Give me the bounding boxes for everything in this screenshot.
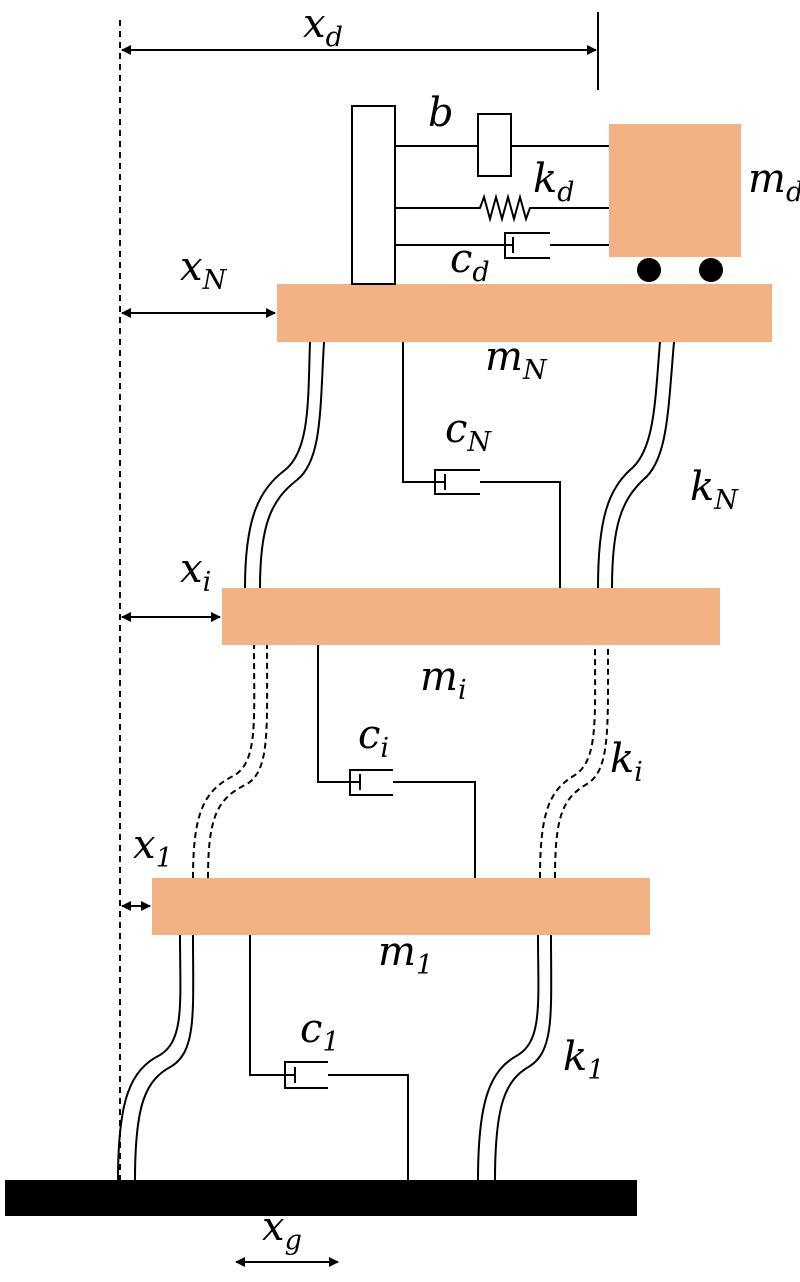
wheel-right <box>699 258 723 282</box>
label-k-N: kN <box>690 464 739 516</box>
label-m-1: m1 <box>378 929 433 981</box>
label-c-d: cd <box>450 236 490 288</box>
column-left-storey-i <box>192 644 269 879</box>
label-m-d: md <box>748 156 800 208</box>
damper-cN <box>402 342 561 588</box>
label-x-i: xi <box>180 546 211 598</box>
label-m-i: mi <box>420 654 467 706</box>
label-c-i: ci <box>358 712 389 764</box>
column-right-storey-i <box>539 644 610 879</box>
label-k-d: kd <box>533 156 575 208</box>
label-x-d: xd <box>303 1 343 53</box>
ground-base <box>5 1180 637 1216</box>
label-xdd-g: ẍg <box>262 1204 302 1256</box>
damper-c1 <box>249 935 409 1180</box>
label-m-N: mN <box>485 334 548 386</box>
wheel-left <box>637 258 661 282</box>
spring-kd <box>395 193 609 223</box>
damper-cd <box>395 232 609 259</box>
column-right-storey-N <box>597 341 675 589</box>
floor-i <box>222 588 720 645</box>
label-k-1: k1 <box>563 1034 604 1086</box>
support-wall <box>351 105 396 285</box>
label-c-1: c1 <box>300 1006 340 1058</box>
inerter-b <box>395 113 609 177</box>
label-c-N: cN <box>445 406 492 458</box>
floor-N <box>277 284 772 342</box>
label-x-N: xN <box>180 244 228 296</box>
label-k-i: ki <box>610 736 643 788</box>
column-left-storey-1 <box>117 934 195 1181</box>
label-b: b <box>428 90 454 136</box>
column-right-storey-1 <box>477 934 553 1181</box>
label-x-1: x1 <box>133 822 173 874</box>
mass-md <box>609 124 741 257</box>
column-left-storey-N <box>244 341 325 589</box>
floor-1 <box>152 878 650 935</box>
damper-ci <box>317 645 476 878</box>
